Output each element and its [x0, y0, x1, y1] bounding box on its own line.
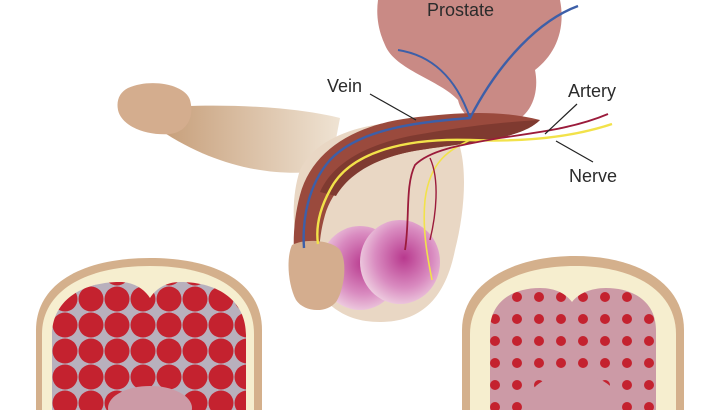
prostate	[377, 0, 562, 126]
erect-section-fill	[52, 282, 246, 410]
leader-artery	[544, 103, 578, 135]
erect-urethra	[108, 386, 192, 410]
vein-branch	[397, 49, 471, 119]
nerve-line	[316, 122, 613, 245]
artery-branch	[429, 157, 437, 241]
leader-nerve	[555, 140, 594, 163]
label-prostate: Prostate	[427, 0, 494, 20]
label-vein: Vein	[327, 76, 362, 96]
flaccid-section-fill	[490, 288, 656, 410]
flaccid-shaft	[150, 105, 340, 173]
flaccid-glans	[117, 83, 192, 135]
cross-section-erect	[36, 258, 262, 410]
flaccid-urethra	[529, 374, 617, 410]
flaccid-penis	[117, 83, 340, 173]
artery-line	[404, 113, 609, 251]
vein-line	[302, 4, 579, 249]
corpus-shadow	[320, 120, 540, 196]
testis-right	[360, 220, 440, 304]
prostate-body	[377, 0, 562, 126]
corpus-cavernosum	[288, 113, 540, 311]
cross-section-flaccid	[462, 256, 684, 410]
label-artery: Artery	[568, 81, 616, 101]
nerve-branch	[423, 139, 471, 281]
label-nerve: Nerve	[569, 166, 617, 186]
vessels	[302, 4, 613, 281]
leader-vein	[369, 93, 417, 121]
labels: Prostate Vein Artery Nerve	[327, 0, 617, 186]
erect-glans	[288, 240, 345, 311]
